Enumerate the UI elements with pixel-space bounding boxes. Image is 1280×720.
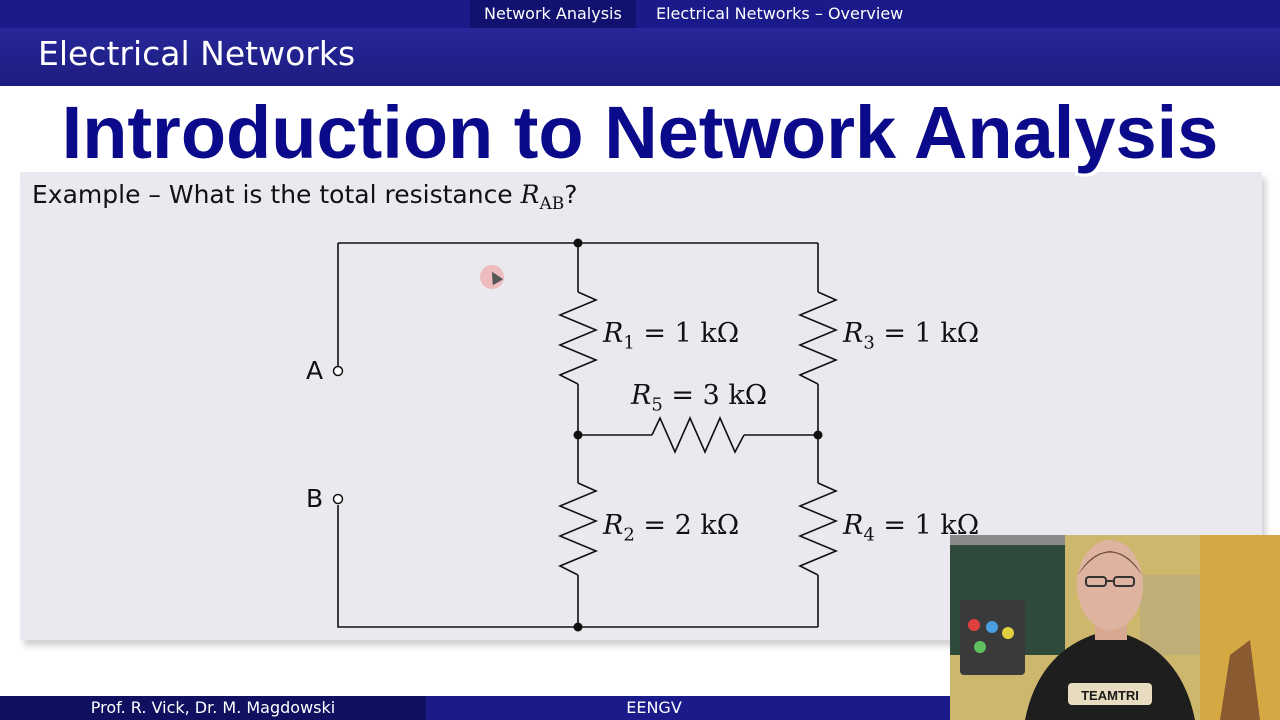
footer-authors: Prof. R. Vick, Dr. M. Magdowski (0, 696, 426, 720)
node-bottom (573, 622, 583, 632)
frame-title-bar (0, 28, 1280, 86)
node-top (573, 238, 583, 248)
footer-course: EENGV (626, 698, 682, 717)
resistor-label-r1: R1 = 1 kΩ (603, 318, 740, 354)
terminal-a (332, 365, 344, 377)
nav-subsection-overview[interactable]: Electrical Networks – Overview (656, 4, 904, 23)
resistor-r4-zigzag (797, 482, 839, 576)
terminal-label-a: A (306, 356, 324, 385)
webcam-presenter-image: TEAMTRI (950, 535, 1280, 720)
top-navigation-bar (0, 0, 1280, 28)
webcam-shirt-text: TEAMTRI (1081, 688, 1139, 703)
resistor-r2-zigzag (557, 482, 599, 576)
resistor-label-r2: R2 = 2 kΩ (603, 510, 740, 546)
node-right-mid (813, 430, 823, 440)
video-overlay-title: Introduction to Network Analysis (61, 91, 1219, 174)
resistor-label-r5: R5 = 3 kΩ (631, 380, 768, 416)
laser-pointer-highlight (480, 265, 504, 289)
wire-b (337, 505, 818, 628)
node-left-mid (573, 430, 583, 440)
resistor-r1-zigzag (557, 291, 599, 385)
resistor-r3-zigzag (797, 291, 839, 385)
resistor-r5-zigzag (651, 416, 745, 454)
frame-title: Electrical Networks (38, 34, 356, 73)
nav-section-network-analysis[interactable]: Network Analysis (470, 0, 636, 28)
example-question: Example – What is the total resistance R… (32, 180, 578, 214)
webcam-overlay: TEAMTRI (950, 535, 1280, 720)
terminal-label-b: B (306, 484, 324, 513)
resistor-label-r3: R3 = 1 kΩ (843, 318, 980, 354)
terminal-b (332, 493, 344, 505)
